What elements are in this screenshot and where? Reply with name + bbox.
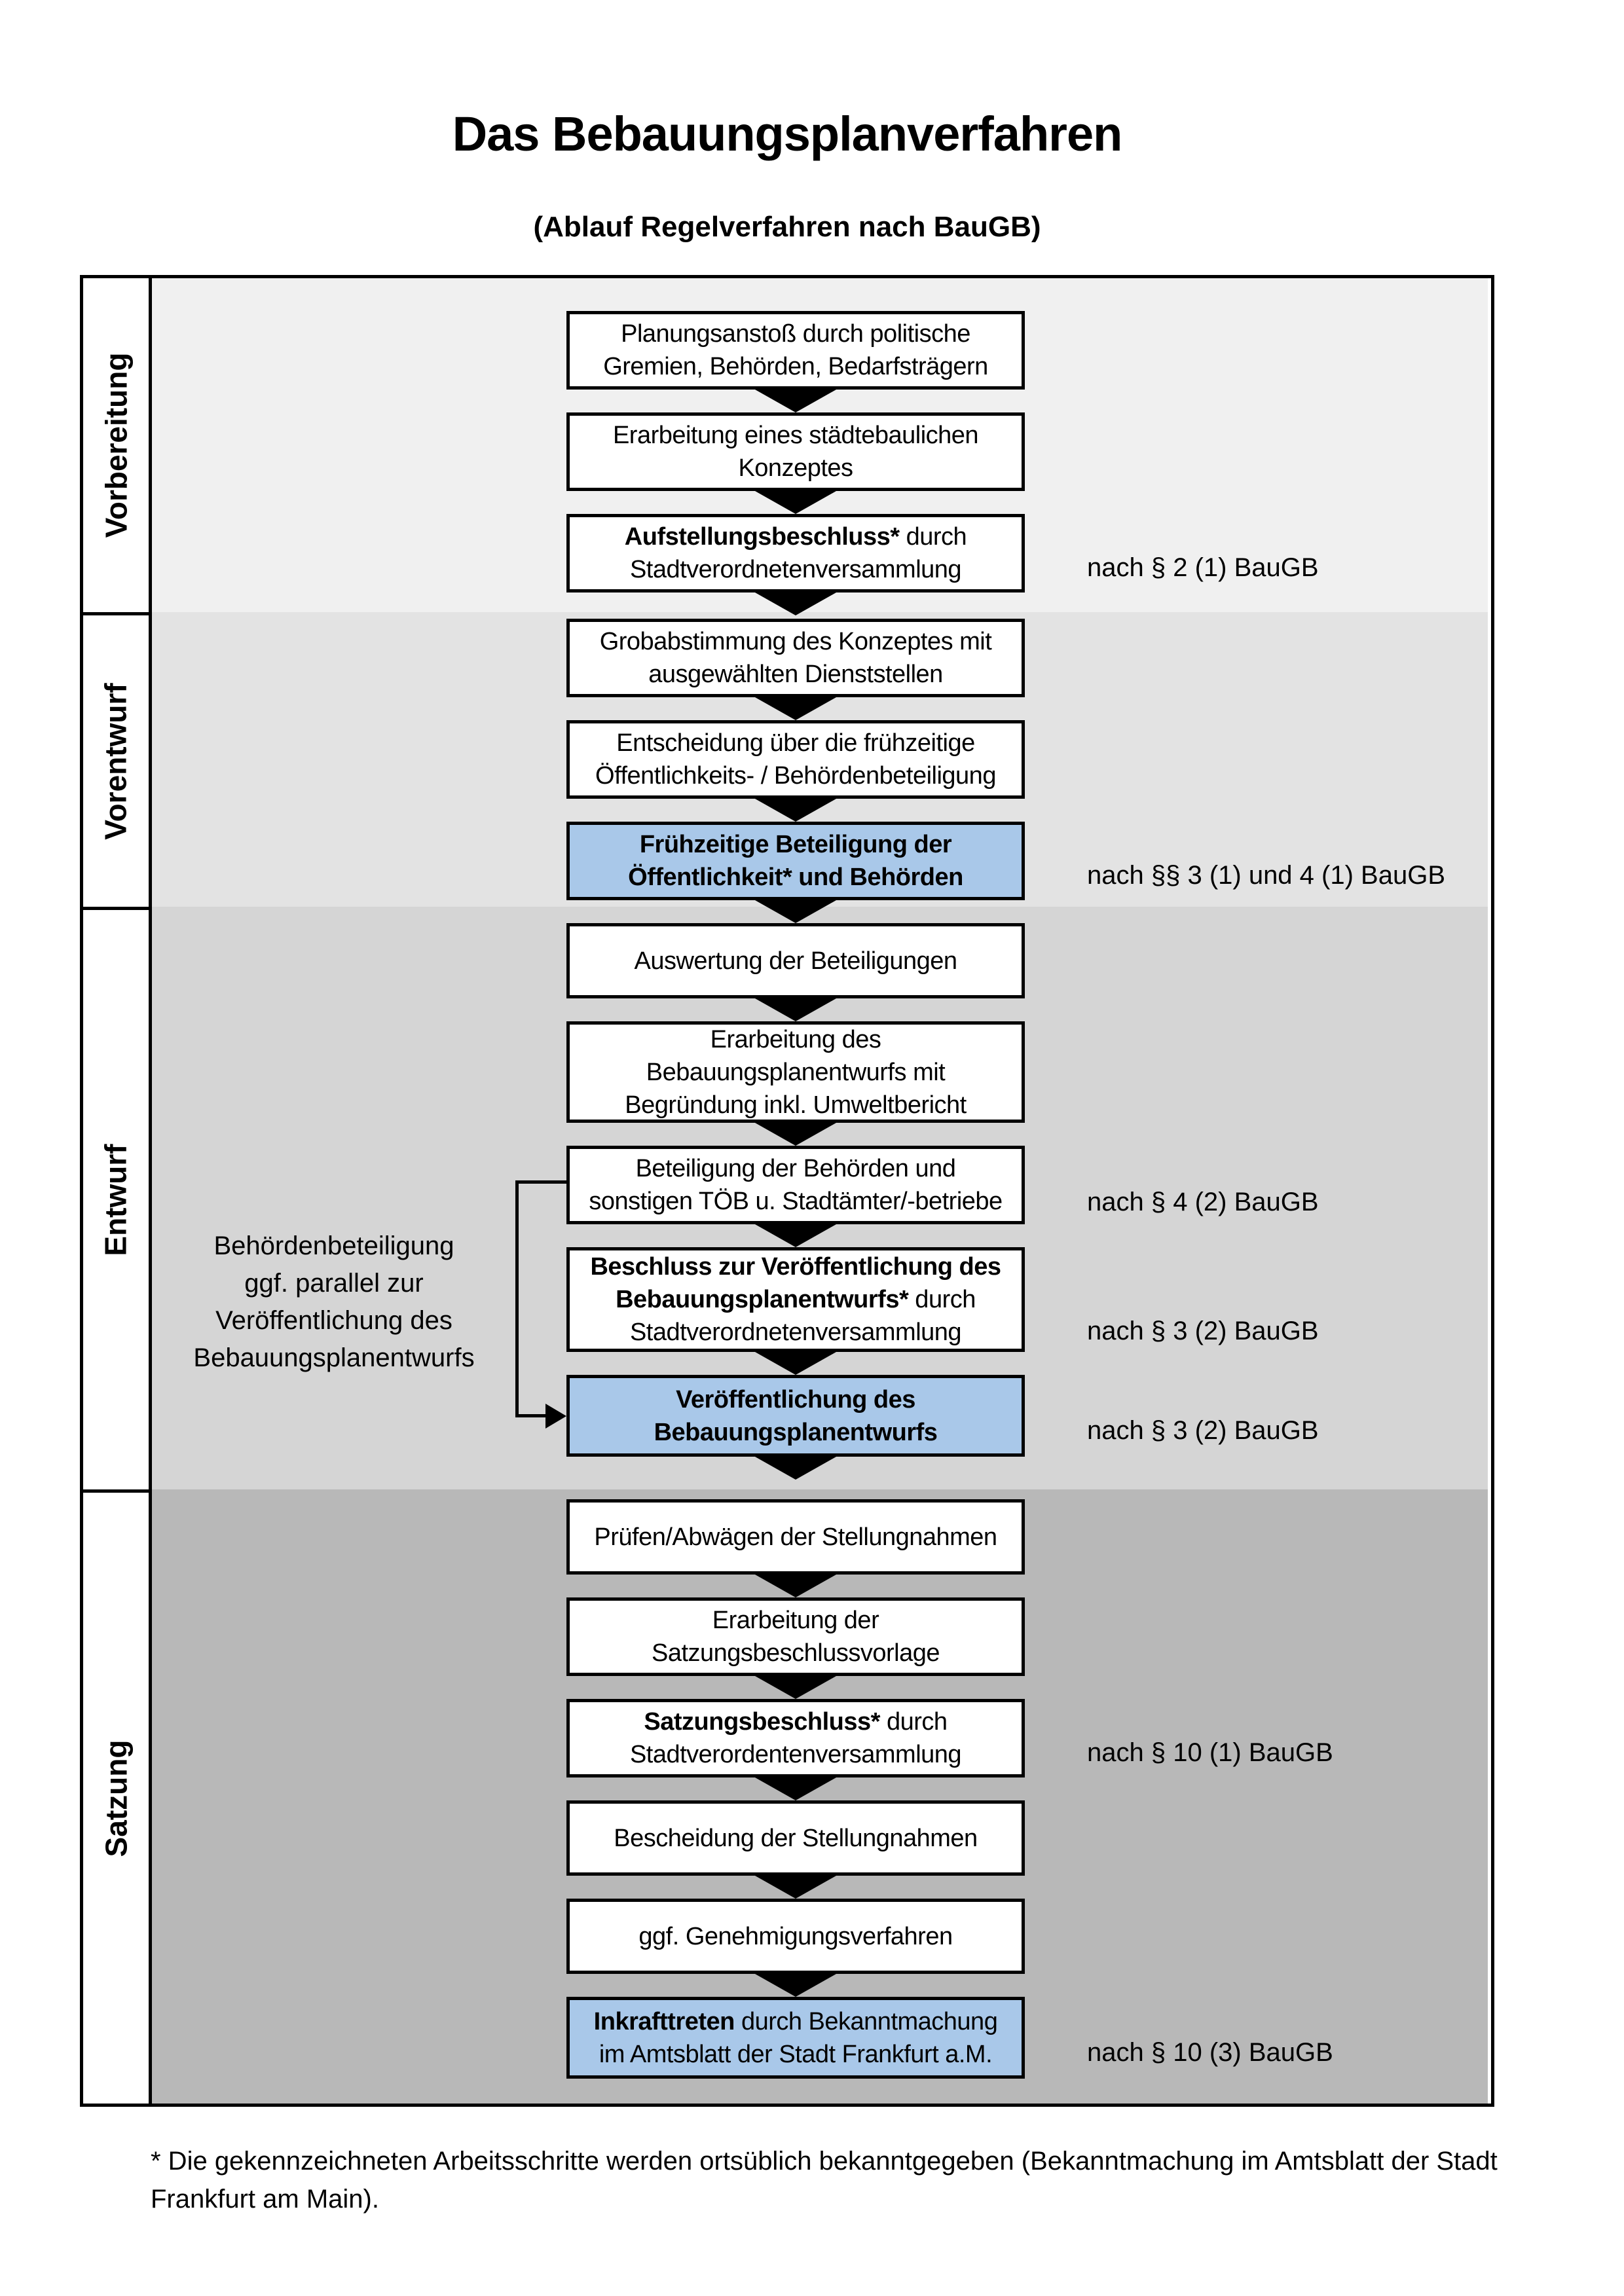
flow-box-label: Inkrafttreten durch Bekanntmachung im Am… xyxy=(593,2007,998,2068)
flow-box-grobabstimmung: Grobabstimmung des Konzeptes mit ausgewä… xyxy=(566,619,1025,697)
arrow-down-icon xyxy=(755,592,836,615)
ref-paragraph-3-2-b: nach § 3 (2) BauGB xyxy=(1087,1416,1319,1445)
flow-box-planungsanstoss: Planungsanstoß durch politische Gremien,… xyxy=(566,311,1025,390)
flow-box-satzungsbeschlussvorlage: Erarbeitung der Satzungsbeschlussvorlage xyxy=(566,1597,1025,1676)
flow-box-inkrafttreten: Inkrafttreten durch Bekanntmachung im Am… xyxy=(566,1997,1025,2079)
flow-box-label: Erarbeitung der Satzungsbeschlussvorlage xyxy=(651,1607,940,1667)
arrow-down-icon xyxy=(755,1777,836,1800)
flow-box-label: Planungsanstoß durch politische Gremien,… xyxy=(603,320,988,380)
page-subtitle: (Ablauf Regelverfahren nach BauGB) xyxy=(533,211,1041,243)
section-label-text: Satzung xyxy=(99,1740,134,1857)
section-label-satzung: Satzung xyxy=(83,1493,149,2104)
flow-box-label: Auswertung der Beteiligungen xyxy=(634,947,957,975)
flow-box-behoerdenbeteiligung: Beteiligung der Behörden und sonstigen T… xyxy=(566,1146,1025,1224)
arrow-down-icon xyxy=(755,1974,836,1997)
arrow-down-icon xyxy=(755,1224,836,1247)
arrow-down-icon xyxy=(755,799,836,822)
section-label-vorentwurf: Vorentwurf xyxy=(83,615,149,907)
flow-box-label: Veröffentlichung des Bebauungsplanentwur… xyxy=(654,1385,938,1446)
parallel-connector-vertical xyxy=(515,1180,519,1417)
section-label-text: Entwurf xyxy=(99,1143,134,1256)
parallel-connector-top xyxy=(515,1180,566,1184)
section-label-vorbereitung: Vorbereitung xyxy=(83,278,149,612)
flow-box-aufstellungsbeschluss: Aufstellungsbeschluss* durch Stadtverord… xyxy=(566,514,1025,592)
flow-box-auswertung: Auswertung der Beteiligungen xyxy=(566,923,1025,998)
flow-box-entscheidung-beteiligung: Entscheidung über die frühzeitige Öffent… xyxy=(566,720,1025,799)
label-column-divider xyxy=(149,278,152,2104)
section-label-text: Vorentwurf xyxy=(99,682,133,840)
section-label-entwurf: Entwurf xyxy=(83,910,149,1489)
flow-box-label: Aufstellungsbeschluss* durch Stadtverord… xyxy=(624,523,967,583)
parallel-connector-bottom xyxy=(515,1414,548,1417)
arrow-down-icon xyxy=(755,1457,836,1480)
flow-box-erarbeitung-entwurf: Erarbeitung des Bebauungsplanentwurfs mi… xyxy=(566,1021,1025,1123)
flow-box-genehmigungsverfahren: ggf. Genehmigungsverfahren xyxy=(566,1899,1025,1974)
section-divider-3 xyxy=(83,1489,152,1493)
arrow-down-icon xyxy=(755,1676,836,1699)
flow-box-label: Frühzeitige Beteiligung der Öffentlichke… xyxy=(628,831,963,891)
arrow-down-icon xyxy=(755,1876,836,1899)
flow-box-label: Erarbeitung des Bebauungsplanentwurfs mi… xyxy=(625,1025,967,1119)
flow-box-label: Prüfen/Abwägen der Stellungnahmen xyxy=(594,1523,997,1551)
arrow-down-icon xyxy=(755,900,836,923)
flow-box-staedtebauliches-konzept: Erarbeitung eines städtebaulichen Konzep… xyxy=(566,412,1025,491)
flow-box-label: Satzungsbeschluss* durch Stadtverordente… xyxy=(629,1708,962,1768)
flow-box-fruehzeitige-beteiligung: Frühzeitige Beteiligung der Öffentlichke… xyxy=(566,822,1025,900)
arrow-down-icon xyxy=(755,1575,836,1597)
ref-paragraph-3-2-a: nach § 3 (2) BauGB xyxy=(1087,1317,1319,1345)
flow-box-satzungsbeschluss: Satzungsbeschluss* durch Stadtverordente… xyxy=(566,1699,1025,1777)
section-label-text: Vorbereitung xyxy=(99,352,134,538)
flow-box-label: Entscheidung über die frühzeitige Öffent… xyxy=(595,729,996,790)
flow-box-bescheidung: Bescheidung der Stellungnahmen xyxy=(566,1800,1025,1876)
ref-paragraph-2-1: nach § 2 (1) BauGB xyxy=(1087,553,1319,582)
arrow-right-icon xyxy=(545,1404,566,1429)
flow-box-label: Bescheidung der Stellungnahmen xyxy=(614,1824,978,1852)
page-title: Das Bebauungsplanverfahren xyxy=(452,107,1123,161)
arrow-down-icon xyxy=(755,491,836,514)
flow-box-label: Grobabstimmung des Konzeptes mit ausgewä… xyxy=(599,628,992,688)
flow-box-veroeffentlichung: Veröffentlichung des Bebauungsplanentwur… xyxy=(566,1375,1025,1457)
ref-paragraph-3-1-4-1: nach §§ 3 (1) und 4 (1) BauGB xyxy=(1087,861,1445,890)
arrow-down-icon xyxy=(755,1123,836,1146)
section-divider-1 xyxy=(83,612,152,615)
arrow-down-icon xyxy=(755,1352,836,1375)
flow-box-label: ggf. Genehmigungsverfahren xyxy=(638,1922,953,1950)
flow-box-label: Beteiligung der Behörden und sonstigen T… xyxy=(589,1155,1003,1215)
arrow-down-icon xyxy=(755,390,836,412)
flow-box-label: Beschluss zur Veröffentlichung des Bebau… xyxy=(590,1253,1001,1346)
section-divider-2 xyxy=(83,907,152,910)
footnote: * Die gekennzeichneten Arbeitsschritte w… xyxy=(151,2147,1498,2214)
flow-box-pruefen-abwaegen: Prüfen/Abwägen der Stellungnahmen xyxy=(566,1499,1025,1575)
ref-paragraph-10-1: nach § 10 (1) BauGB xyxy=(1087,1738,1333,1767)
arrow-down-icon xyxy=(755,998,836,1021)
side-note-parallel: Behördenbeteiligung ggf. parallel zur Ve… xyxy=(193,1231,475,1372)
flow-box-beschluss-veroeffentlichung: Beschluss zur Veröffentlichung des Bebau… xyxy=(566,1247,1025,1352)
arrow-down-icon xyxy=(755,697,836,720)
flow-box-label: Erarbeitung eines städtebaulichen Konzep… xyxy=(612,422,979,482)
ref-paragraph-4-2: nach § 4 (2) BauGB xyxy=(1087,1188,1319,1216)
ref-paragraph-10-3: nach § 10 (3) BauGB xyxy=(1087,2038,1333,2067)
